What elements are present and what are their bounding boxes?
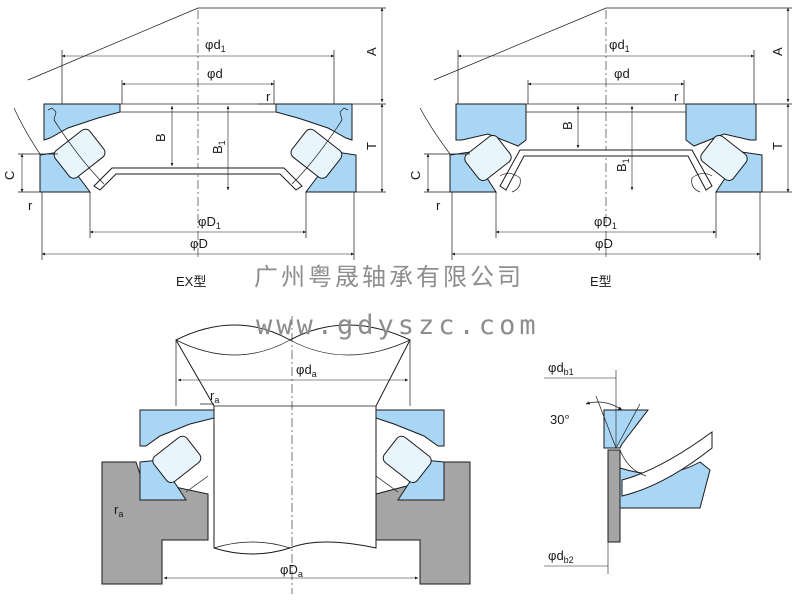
e-cage-hooks — [499, 173, 713, 193]
shaft-break-top — [175, 339, 411, 356]
watermark-company: 广州粤晟轴承有限公司 — [254, 263, 524, 291]
detail-shaft-wall — [607, 449, 621, 543]
e-type-caption: E型 — [590, 274, 612, 289]
ex-label-D: φD — [190, 236, 208, 251]
shaft-shoulder — [175, 340, 411, 407]
mount-label-ra-bottom: ra — [114, 502, 123, 519]
e-label-D1: φD1 — [594, 214, 617, 231]
ex-extension-lines — [18, 50, 386, 260]
detail-cage — [621, 431, 713, 497]
ex-label-C: C — [2, 171, 17, 180]
e-cage — [499, 149, 713, 191]
e-bore-top — [525, 103, 687, 113]
mounting-drawing — [101, 316, 471, 594]
e-type-drawing — [419, 7, 792, 260]
e-label-B1: B1 — [614, 158, 631, 172]
ex-type-drawing — [13, 7, 386, 260]
shaft-break-bottom — [213, 541, 291, 549]
ex-roller-right — [290, 128, 343, 179]
e-label-r-bottom: r — [436, 198, 441, 213]
ex-bore-top — [119, 103, 277, 113]
ex-shaft-washer-right — [275, 103, 353, 141]
ex-roller-left — [53, 128, 106, 179]
e-label-r-top: r — [674, 89, 679, 104]
mount-label-ra-top: ra — [210, 388, 219, 405]
ex-chamfer-lines — [13, 7, 386, 155]
ex-cage — [93, 167, 303, 191]
e-roller-right — [700, 135, 748, 181]
e-label-T: T — [770, 142, 785, 150]
ex-label-r-bottom: r — [28, 198, 33, 213]
e-label-d1: φd1 — [609, 37, 630, 54]
ex-label-T: T — [364, 142, 379, 150]
mount-extension-lines — [161, 403, 421, 584]
detail-angle-arc — [585, 401, 623, 411]
mount-label-da: φda — [296, 362, 317, 379]
mount-cage — [185, 475, 399, 493]
mount-label-Da: φDa — [280, 562, 303, 579]
detail-label-angle: 30° — [550, 412, 570, 427]
detail-label-db2: φdb2 — [548, 548, 574, 565]
e-label-B: B — [560, 121, 575, 130]
mount-shaft-washer-left — [139, 409, 215, 447]
ex-label-B: B — [153, 133, 168, 142]
e-label-A: A — [770, 47, 785, 56]
e-chamfer-lines — [419, 7, 792, 155]
detail-fillet — [619, 449, 647, 477]
e-label-D: φD — [595, 236, 613, 251]
e-roller-left — [464, 135, 512, 181]
mount-roller-left — [152, 435, 202, 483]
detail-label-db1: φdb1 — [548, 360, 574, 377]
detail-angle-lines — [595, 395, 641, 449]
mount-shaft-washer-right — [375, 409, 445, 447]
e-label-C: C — [408, 171, 423, 180]
ex-cage-tabs — [47, 107, 349, 121]
ex-label-B1: B1 — [210, 140, 227, 154]
ex-label-A: A — [364, 47, 379, 56]
ex-label-r-top: r — [266, 89, 271, 104]
ex-label-D1: φD1 — [198, 214, 221, 231]
ex-cage-arms — [53, 119, 343, 185]
mount-roller-right — [382, 435, 432, 483]
e-extension-lines — [424, 50, 792, 260]
detail-drawing — [544, 370, 713, 574]
ex-label-d1: φd1 — [205, 37, 226, 54]
e-label-d: φd — [614, 66, 630, 81]
ex-type-caption: EX型 — [176, 274, 206, 289]
ex-label-d: φd — [207, 66, 223, 81]
e-shaft-washer-right — [685, 103, 757, 147]
watermark-website: www.gdyszc.com — [256, 310, 540, 341]
shaft — [175, 324, 411, 555]
